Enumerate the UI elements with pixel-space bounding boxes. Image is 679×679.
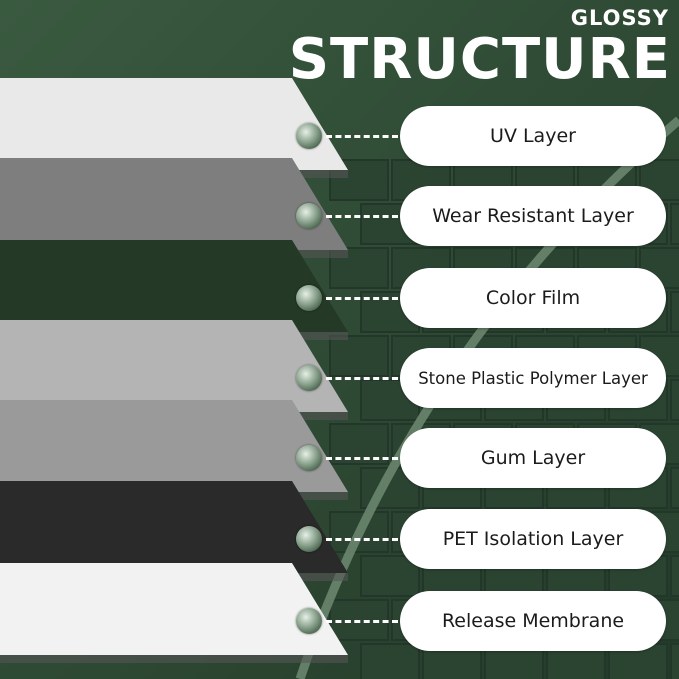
layer-slab	[0, 158, 348, 250]
wall-tile	[670, 643, 679, 679]
layer-marker-dot	[296, 608, 322, 634]
layer-slabs	[0, 78, 348, 663]
leader-line	[326, 377, 398, 380]
wall-tile	[670, 291, 679, 333]
leader-line	[326, 620, 398, 623]
layer-label-pill: PET Isolation Layer	[400, 509, 666, 569]
wall-tile	[360, 555, 420, 597]
layer-marker-dot	[296, 526, 322, 552]
layer-marker-dot	[296, 123, 322, 149]
wall-tile	[670, 203, 679, 245]
wall-tile	[670, 555, 679, 597]
layer-slab-edge	[0, 655, 348, 663]
layer-label-text: Wear Resistant Layer	[432, 205, 634, 227]
layer-slab	[0, 400, 348, 492]
layer-label-pill: Release Membrane	[400, 591, 666, 651]
layer-marker-dot	[296, 285, 322, 311]
layer-label-pill: Gum Layer	[400, 428, 666, 488]
layer-slab	[0, 320, 348, 412]
leader-line	[326, 215, 398, 218]
layer-label-pill: Wear Resistant Layer	[400, 186, 666, 246]
layer-label-pill: Stone Plastic Polymer Layer	[400, 348, 666, 408]
layer-marker-dot	[296, 203, 322, 229]
layer-label-text: Stone Plastic Polymer Layer	[418, 368, 648, 388]
leader-line	[326, 457, 398, 460]
leader-line	[326, 135, 398, 138]
layer-slab	[0, 481, 348, 573]
wall-tile	[670, 379, 679, 421]
layer-slab	[0, 240, 348, 332]
layer-label-pill: Color Film	[400, 268, 666, 328]
wall-tile	[670, 467, 679, 509]
layer-slab	[0, 563, 348, 655]
leader-line	[326, 297, 398, 300]
wall-tile	[360, 643, 420, 679]
layer-label-text: UV Layer	[490, 125, 576, 147]
layer-label-text: Color Film	[485, 287, 581, 309]
layer-label-text: Release Membrane	[441, 610, 625, 632]
layer-marker-dot	[296, 445, 322, 471]
layer-label-pill: UV Layer	[400, 106, 666, 166]
layer-marker-dot	[296, 365, 322, 391]
layer-label-text: Gum Layer	[480, 447, 586, 469]
diagram-subtitle: GLOSSY	[570, 6, 669, 30]
layer-label-text: PET Isolation Layer	[442, 528, 624, 550]
wall-tile	[329, 335, 389, 377]
diagram-title: STRUCTURE	[288, 27, 671, 92]
layer-slab	[0, 78, 348, 170]
leader-line	[326, 538, 398, 541]
